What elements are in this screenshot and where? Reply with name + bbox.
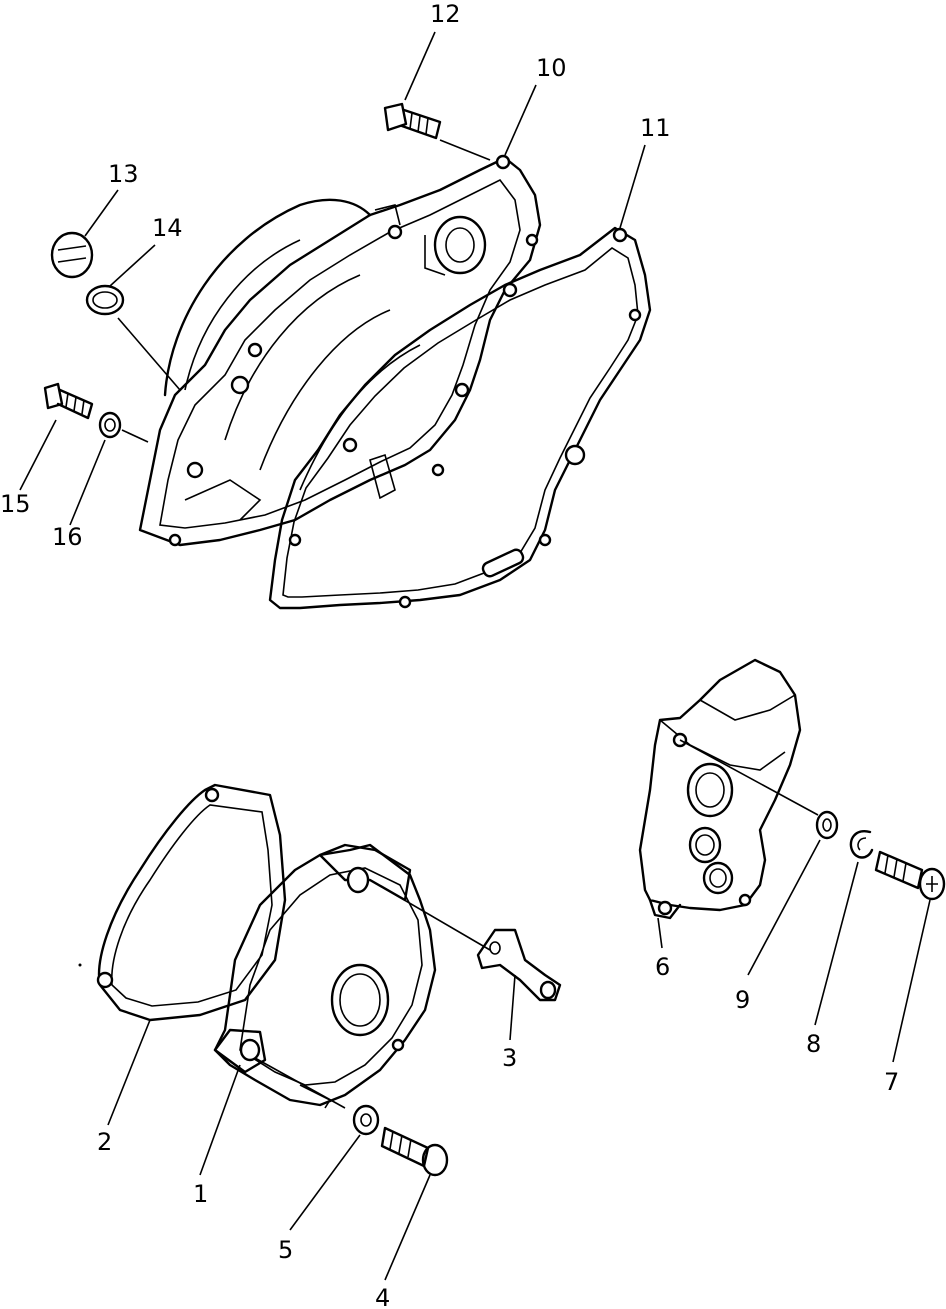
leader-lines (19, 31, 931, 1281)
callout-labels: 12 10 11 13 14 15 16 1 2 3 4 5 6 7 8 9 (0, 0, 899, 1309)
washer-5 (352, 1104, 380, 1136)
callout-4: 4 (375, 1284, 390, 1309)
spring-washer-8 (849, 830, 874, 859)
callout-8: 8 (806, 1030, 821, 1058)
callout-3: 3 (502, 1044, 517, 1072)
bolt-12 (383, 102, 491, 161)
callout-16: 16 (52, 523, 83, 551)
bolt-7 (874, 850, 946, 901)
sprocket-cover-6 (638, 658, 819, 920)
bolt-4 (380, 1126, 449, 1177)
washer-16 (98, 411, 149, 443)
callout-13: 13 (108, 160, 139, 188)
callout-11: 11 (640, 114, 671, 142)
cable-clamp-3 (476, 928, 562, 1002)
callout-15: 15 (0, 490, 31, 518)
callout-1: 1 (193, 1180, 208, 1208)
crankcase-cover (138, 154, 542, 547)
callout-9: 9 (735, 986, 750, 1014)
callout-14: 14 (152, 214, 183, 242)
bolt-15 (43, 382, 94, 420)
callout-5: 5 (278, 1236, 293, 1264)
o-ring-14 (85, 284, 181, 391)
generator-cover-1 (213, 843, 491, 1109)
filler-cap-13 (50, 231, 94, 279)
callout-10: 10 (536, 54, 567, 82)
callout-12: 12 (430, 0, 461, 28)
stray-mark (78, 963, 82, 967)
callout-6: 6 (655, 953, 670, 981)
callout-2: 2 (97, 1128, 112, 1156)
washer-9 (815, 810, 839, 840)
cover-gasket-2 (96, 783, 287, 1022)
callout-7: 7 (884, 1068, 899, 1096)
cover-gasket (268, 226, 652, 610)
